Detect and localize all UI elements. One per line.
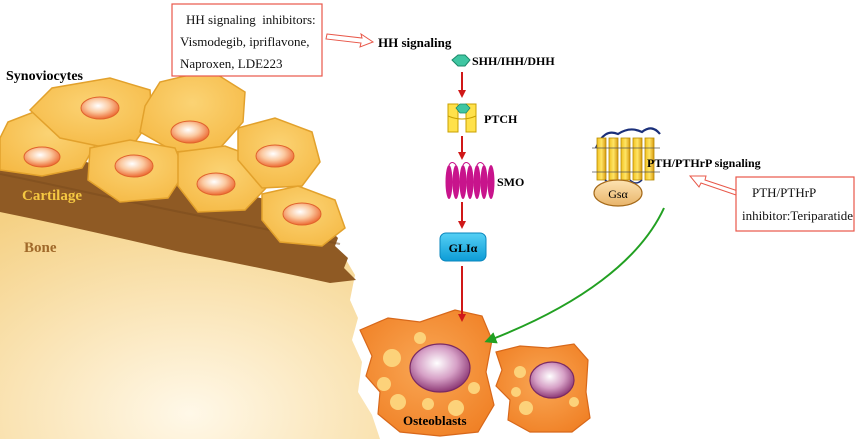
- osteoblast-small: [495, 343, 591, 433]
- smo-receptor-icon: [445, 162, 495, 199]
- hh-signaling-label: HH signaling: [378, 35, 452, 50]
- smo-label: SMO: [497, 175, 524, 189]
- pth-signaling-label: PTH/PTHrP signaling: [647, 156, 761, 170]
- ligand-icon: [451, 54, 471, 67]
- osteoblasts-label: Osteoblasts: [403, 413, 467, 428]
- ptch-receptor-icon: [447, 103, 477, 133]
- gsa-label: Gsα: [608, 187, 628, 201]
- bone-label: Bone: [24, 240, 57, 256]
- gli-label: GLIα: [449, 241, 478, 255]
- cartilage-label: Cartilage: [22, 188, 82, 204]
- pth-inhibitor-box: PTH/PTHrP inhibitor:Teriparatide: [735, 176, 855, 232]
- arrow-pth-to-osteoblasts: [484, 207, 665, 344]
- gli-box: GLIα: [439, 232, 487, 262]
- pth-receptor-icon: [592, 127, 661, 184]
- hh-inhibitor-box: HH signaling inhibitors: Vismodegib, ipr…: [171, 3, 323, 77]
- synoviocyte-cell: [139, 69, 246, 153]
- hh-inhibitor-line1: HH signaling inhibitors:: [186, 12, 316, 27]
- hh-inhibition-arrow: [325, 32, 375, 48]
- synoviocytes-label: Synoviocytes: [6, 69, 84, 84]
- pth-inhibitor-line1: PTH/PTHrP: [752, 185, 816, 200]
- pth-inhibition-arrow: [688, 175, 739, 196]
- synoviocyte-cell: [87, 139, 186, 203]
- synoviocyte-cell: [261, 185, 346, 247]
- gsa-protein: Gsα: [593, 179, 643, 207]
- synoviocyte-cells: [0, 69, 346, 247]
- pth-inhibitor-line2: inhibitor:Teriparatide: [742, 208, 853, 223]
- ptch-label: PTCH: [484, 112, 518, 126]
- hh-inhibitor-line2: Vismodegib, ipriflavone,: [180, 34, 310, 49]
- ligand-label: SHH/IHH/DHH: [472, 54, 555, 68]
- synoviocyte-cell: [237, 117, 321, 189]
- synoviocyte-cell: [28, 77, 153, 147]
- hh-inhibitor-line3: Naproxen, LDE223: [180, 56, 283, 71]
- osteoblast-large: [359, 309, 495, 437]
